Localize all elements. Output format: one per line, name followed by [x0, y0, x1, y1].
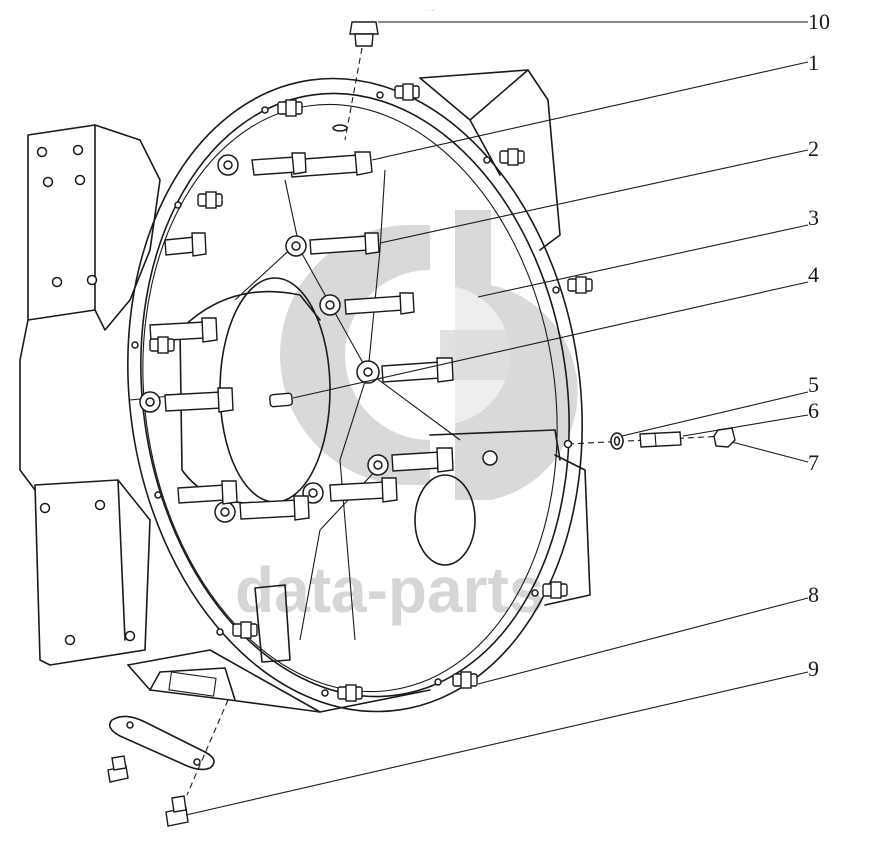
rim-studs — [131, 83, 593, 702]
long-bolts — [149, 151, 454, 521]
right-lower-bracket — [414, 429, 591, 606]
callout-10: 10 — [808, 9, 830, 34]
callout-2: 2 — [808, 136, 819, 161]
top-plug-part-10 — [332, 21, 379, 141]
bolt-r8 — [164, 387, 234, 413]
callout-4: 4 — [808, 262, 819, 287]
callout-7: 7 — [808, 450, 819, 475]
housing-base — [127, 584, 431, 713]
left-mounting-flange — [19, 124, 161, 666]
bolt-r11 — [177, 480, 238, 505]
bolt-r5 — [391, 447, 454, 473]
callout-3: 3 — [808, 205, 819, 230]
watermark-text: data-parts — [235, 554, 544, 626]
callout-9: 9 — [808, 656, 819, 681]
bolt-r2 — [309, 232, 380, 255]
bolt-r10 — [164, 232, 207, 257]
housing-ring — [127, 77, 583, 713]
callout-6: 6 — [808, 398, 819, 423]
bolt-center — [381, 357, 454, 383]
header-mark: ·· ··· — [425, 8, 435, 14]
bolt-upper — [289, 151, 373, 178]
callout-labels: 10 1 2 3 4 5 6 7 8 9 — [808, 9, 830, 681]
leader-lines — [185, 21, 809, 816]
bolt-upper-left — [251, 152, 307, 176]
bolt-r6 — [329, 477, 398, 503]
callout-5: 5 — [808, 372, 819, 397]
bolt-r7 — [239, 495, 310, 521]
callout-8: 8 — [808, 582, 819, 607]
bolt-r3 — [344, 292, 415, 315]
bottom-cover-plate — [107, 699, 229, 827]
callout-1: 1 — [808, 50, 819, 75]
exploded-stud-assembly — [563, 427, 736, 450]
bosses — [139, 154, 389, 523]
bolt-lower — [165, 795, 189, 827]
bolt-lower-left — [107, 755, 129, 783]
bolt-r9 — [149, 317, 218, 343]
